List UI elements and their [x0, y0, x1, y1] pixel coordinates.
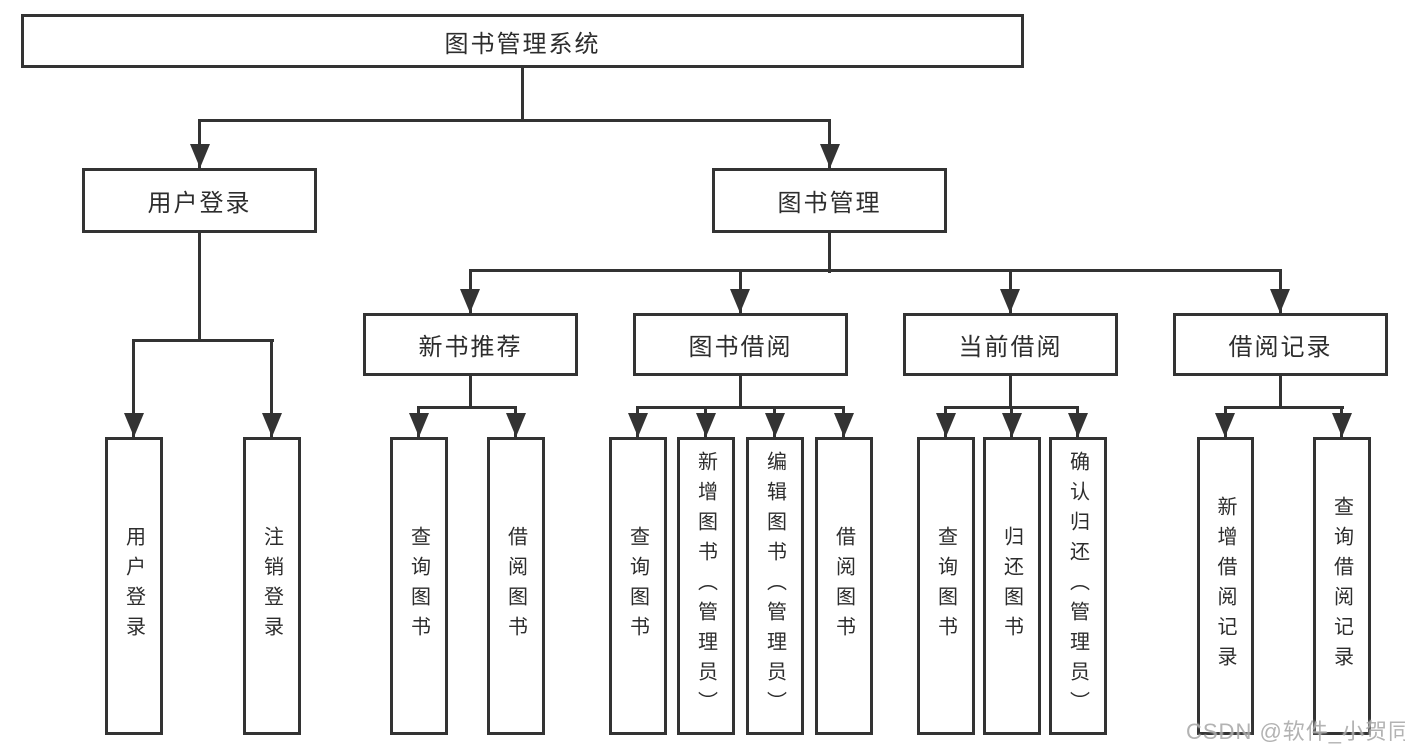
arrowhead-icon	[1000, 289, 1020, 313]
connector-vline	[132, 339, 135, 437]
leaf-logout-login: 注销登录	[243, 437, 301, 735]
node-borrow-records: 借阅记录	[1173, 313, 1388, 376]
connector-vline	[1009, 376, 1012, 409]
connector-vline	[198, 119, 201, 168]
arrowhead-icon	[628, 413, 648, 437]
connector-vline	[198, 233, 201, 342]
leaf-cb-return-book: 归还图书	[983, 437, 1041, 735]
leaf-cb-query-book: 查询图书	[917, 437, 975, 735]
arrowhead-icon	[1002, 413, 1022, 437]
arrowhead-icon	[1215, 413, 1235, 437]
node-current-borrow: 当前借阅	[903, 313, 1118, 376]
leaf-nb-query-book: 查询图书	[390, 437, 448, 735]
leaf-user-login: 用户登录	[105, 437, 163, 735]
leaf-br-add-record: 新增借阅记录	[1197, 437, 1254, 735]
node-book-borrow: 图书借阅	[633, 313, 848, 376]
arrowhead-icon	[262, 413, 282, 437]
leaf-br-query-record: 查询借阅记录	[1313, 437, 1371, 735]
arrowhead-icon	[190, 144, 210, 168]
connector-hline	[1224, 406, 1344, 409]
connector-vline	[521, 68, 524, 122]
arrowhead-icon	[936, 413, 956, 437]
node-book-management: 图书管理	[712, 168, 947, 233]
leaf-bb-query-book: 查询图书	[609, 437, 667, 735]
arrowhead-icon	[409, 413, 429, 437]
leaf-bb-borrow-book: 借阅图书	[815, 437, 873, 735]
arrowhead-icon	[460, 289, 480, 313]
connector-vline	[270, 339, 273, 437]
leaf-cb-confirm-return: 确认归还（管理员）	[1049, 437, 1107, 735]
arrowhead-icon	[1068, 413, 1088, 437]
arrowhead-icon	[124, 413, 144, 437]
connector-hline	[198, 119, 831, 122]
leaf-bb-edit-book: 编辑图书（管理员）	[746, 437, 804, 735]
leaf-bb-add-book: 新增图书（管理员）	[677, 437, 735, 735]
arrowhead-icon	[696, 413, 716, 437]
connector-hline	[636, 406, 845, 409]
arrowhead-icon	[506, 413, 526, 437]
connector-hline	[469, 269, 1282, 272]
arrowhead-icon	[730, 289, 750, 313]
connector-hline	[417, 406, 517, 409]
connector-vline	[739, 376, 742, 409]
connector-vline	[469, 376, 472, 409]
leaf-nb-borrow-book: 借阅图书	[487, 437, 545, 735]
arrowhead-icon	[1332, 413, 1352, 437]
node-new-book-recommend: 新书推荐	[363, 313, 578, 376]
arrowhead-icon	[1270, 289, 1290, 313]
connector-hline	[133, 339, 274, 342]
connector-vline	[1279, 376, 1282, 409]
node-root: 图书管理系统	[21, 14, 1024, 68]
arrowhead-icon	[834, 413, 854, 437]
arrowhead-icon	[820, 144, 840, 168]
connector-vline	[828, 119, 831, 168]
watermark: CSDN @软件_小贺同学	[1186, 719, 1405, 744]
arrowhead-icon	[765, 413, 785, 437]
node-user-login: 用户登录	[82, 168, 317, 233]
connector-vline	[828, 233, 831, 273]
